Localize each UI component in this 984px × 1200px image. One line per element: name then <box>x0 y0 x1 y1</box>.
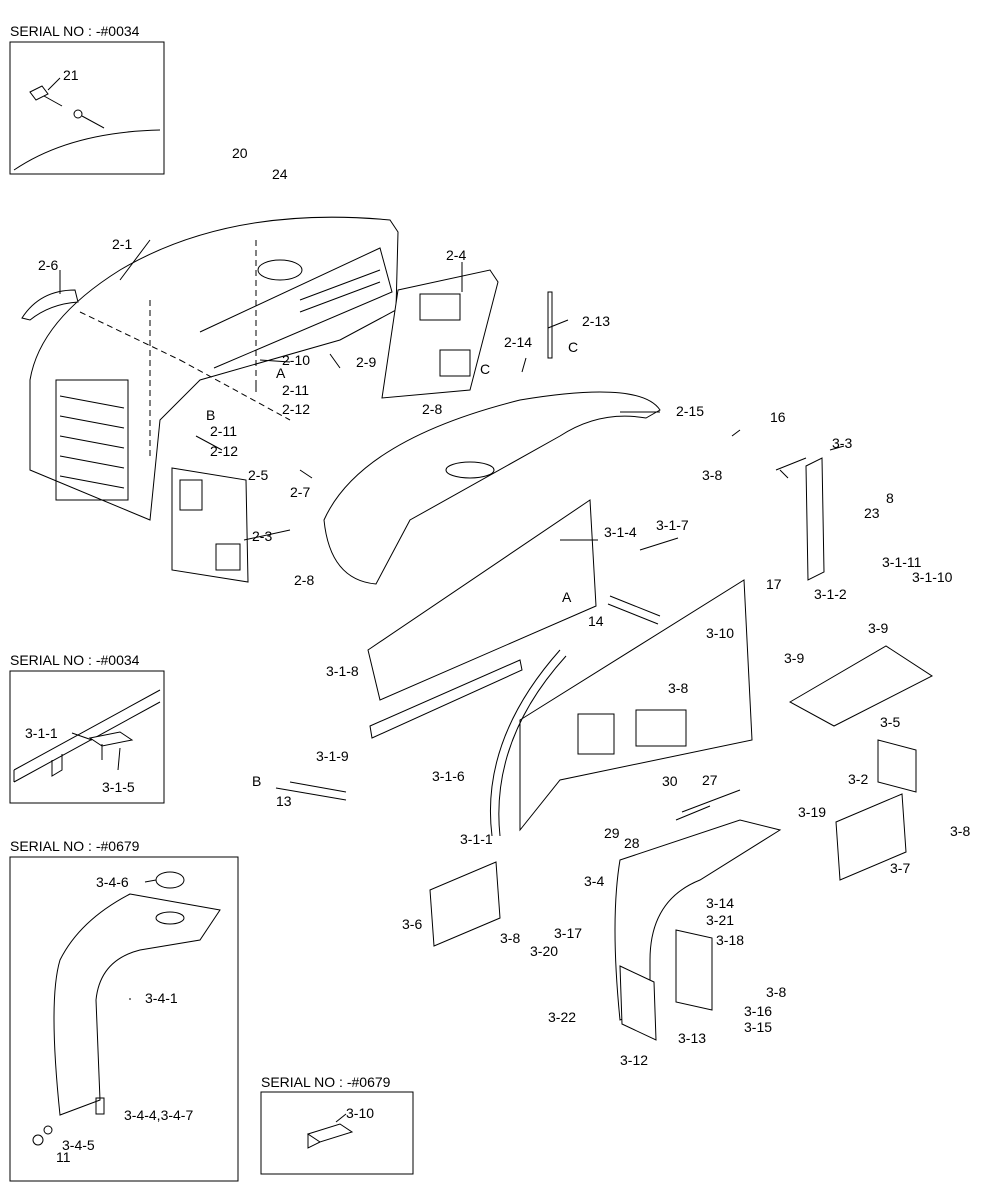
label-3-4-5: 3-4-5 <box>62 1137 95 1153</box>
callout-label: 2-1 <box>112 236 132 252</box>
callout-label: 3-7 <box>890 860 910 876</box>
callout-label: 13 <box>276 793 292 809</box>
callout-label: 3-1-4 <box>604 524 637 540</box>
callout-label: 3-9 <box>868 620 888 636</box>
callout-labels: 20 24 2-1 2-6 2-4 2-13 2-14 C 2-10 2-9 A… <box>38 145 970 1068</box>
callout-label: 3-8 <box>766 984 786 1000</box>
callout-label: 3-8 <box>950 823 970 839</box>
callout-label: 17 <box>766 576 782 592</box>
callout-label: 30 <box>662 773 678 789</box>
callout-label: 3-8 <box>500 930 520 946</box>
callout-label: 28 <box>624 835 640 851</box>
callout-label: 2-11 <box>210 423 237 439</box>
inset-serial-0679-bracket: SERIAL NO : -#0679 3-10 <box>260 1074 414 1175</box>
callout-label: 3-8 <box>668 680 688 696</box>
callout-label: 3-18 <box>716 932 744 948</box>
callout-label: 3-6 <box>402 916 422 932</box>
callout-label: 3-20 <box>530 943 558 959</box>
callout-label: 3-4 <box>584 873 604 889</box>
callout-label: 3-3 <box>832 435 852 451</box>
callout-label: 24 <box>272 166 288 182</box>
callout-label: 3-12 <box>620 1052 648 1068</box>
inset-serial-0034-bolt: SERIAL NO : -#0034 21 <box>9 23 165 175</box>
callout-label: 2-14 <box>504 334 532 350</box>
callout-label: 3-1-1 <box>460 831 493 847</box>
callout-label: 3-1-7 <box>656 517 689 533</box>
label-3-4-1: 3-4-1 <box>145 990 178 1006</box>
callout-label: 3-13 <box>678 1030 706 1046</box>
inset-serial-label: SERIAL NO : -#0034 <box>10 23 140 39</box>
callout-label: A <box>562 589 572 605</box>
callout-label: C <box>568 339 578 355</box>
callout-label: 2-8 <box>422 401 442 417</box>
callout-label: 3-1-10 <box>912 569 953 585</box>
callout-label: 3-14 <box>706 895 734 911</box>
callout-label: 2-9 <box>356 354 376 370</box>
callout-label: 3-1-11 <box>882 554 922 570</box>
inset-serial-label: SERIAL NO : -#0679 <box>10 838 140 854</box>
callout-label: 2-13 <box>582 313 610 329</box>
inset-serial-label: SERIAL NO : -#0034 <box>10 652 140 668</box>
callout-label: 3-5 <box>880 714 900 730</box>
callout-label: 29 <box>604 825 620 841</box>
label-3-4-4-3-4-7: 3-4-4,3-4-7 <box>124 1107 193 1123</box>
callout-label: 2-12 <box>210 443 238 459</box>
label-3-1-1: 3-1-1 <box>25 725 58 741</box>
callout-label: 2-12 <box>282 401 310 417</box>
inset-serial-label: SERIAL NO : -#0679 <box>261 1074 391 1090</box>
callout-label: 3-16 <box>744 1003 772 1019</box>
callout-label: 3-17 <box>554 925 582 941</box>
inset-serial-0679-fender: SERIAL NO : -#0679 3-4-6 3-4-1 3-4-4,3-4… <box>9 838 239 1182</box>
callout-label: 20 <box>232 145 248 161</box>
callout-label: 3-21 <box>706 912 734 928</box>
callout-label: C <box>480 361 490 377</box>
callout-label: 2-6 <box>38 257 58 273</box>
callout-label: 2-4 <box>446 247 466 263</box>
callout-label: 3-19 <box>798 804 826 820</box>
callout-label: 3-1-6 <box>432 768 465 784</box>
label-11: 11 <box>56 1149 71 1165</box>
callout-label: 16 <box>770 409 786 425</box>
callout-label: 2-10 <box>282 352 310 368</box>
callout-label: 2-15 <box>676 403 704 419</box>
callout-label: 2-7 <box>290 484 310 500</box>
callout-label: A <box>276 365 286 381</box>
main-assembly <box>21 216 933 1041</box>
callout-label: 3-2 <box>848 771 868 787</box>
callout-label: 3-1-8 <box>326 663 359 679</box>
label-21: 21 <box>63 67 79 83</box>
callout-label: 2-8 <box>294 572 314 588</box>
label-3-1-5: 3-1-5 <box>102 779 135 795</box>
callout-label: 3-15 <box>744 1019 772 1035</box>
callout-label: 27 <box>702 772 718 788</box>
callout-label: B <box>206 407 215 423</box>
callout-label: 14 <box>588 613 604 629</box>
callout-label: 2-5 <box>248 467 268 483</box>
label-3-10: 3-10 <box>346 1105 374 1121</box>
callout-label: 3-1-9 <box>316 748 349 764</box>
callout-label: 3-1-2 <box>814 586 847 602</box>
label-3-4-6: 3-4-6 <box>96 874 129 890</box>
callout-label: 3-9 <box>784 650 804 666</box>
callout-label: 3-22 <box>548 1009 576 1025</box>
callout-label: 3-10 <box>706 625 734 641</box>
callout-label: 3-8 <box>702 467 722 483</box>
callout-label: 8 <box>886 490 894 506</box>
callout-label: 23 <box>864 505 880 521</box>
callout-label: 2-11 <box>282 382 309 398</box>
callout-label: 2-3 <box>252 528 272 544</box>
inset-serial-0034-frame: SERIAL NO : -#0034 3-1-1 3-1-5 <box>9 652 165 804</box>
callout-label: B <box>252 773 261 789</box>
